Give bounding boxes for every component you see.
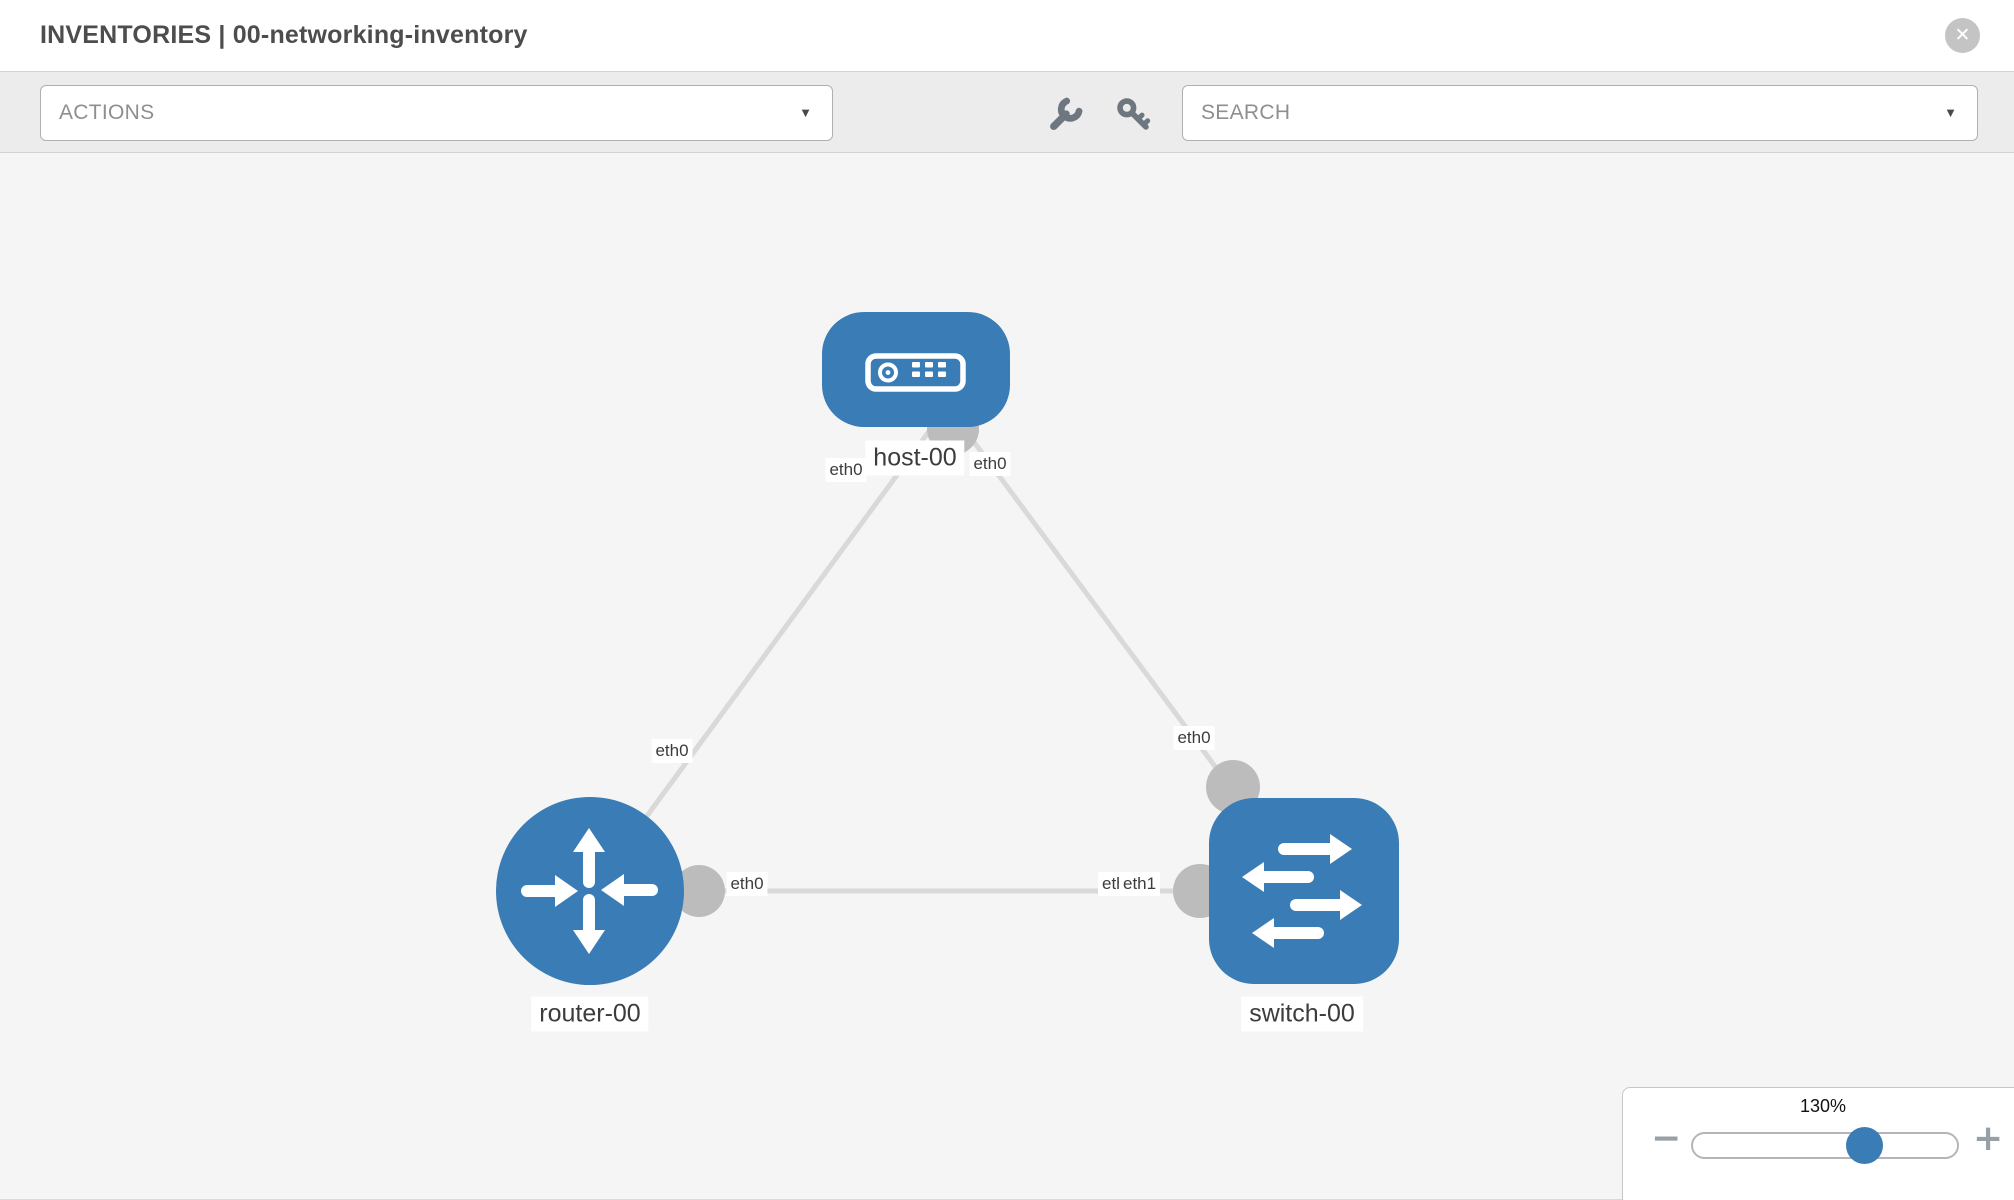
actions-dropdown-label: ACTIONS	[59, 101, 155, 124]
header-bar: INVENTORIES | 00-networking-inventory ✕	[0, 0, 2014, 71]
zoom-out-button[interactable]: −	[1651, 1118, 1682, 1159]
actions-dropdown[interactable]: ACTIONS ▼	[40, 85, 833, 141]
search-dropdown[interactable]: SEARCH ▼	[1182, 85, 1978, 141]
topology-canvas[interactable]	[0, 153, 2014, 1200]
close-icon[interactable]: ✕	[1945, 18, 1980, 53]
node-router-00[interactable]	[496, 797, 684, 985]
interface-label: eth0	[651, 739, 693, 763]
interface-label: eth0	[1173, 726, 1215, 750]
interface-label: eth0	[969, 452, 1011, 476]
chevron-down-icon: ▼	[1944, 105, 1957, 120]
toolbar: ACTIONS ▼ SEARCH ▼	[0, 71, 2014, 153]
switch-icon	[1242, 834, 1362, 948]
key-icon	[1117, 98, 1151, 130]
link-host-router[interactable]	[597, 428, 933, 882]
zoom-slider-thumb[interactable]	[1846, 1127, 1883, 1164]
key-button[interactable]	[1110, 91, 1156, 137]
zoom-level-value: 130%	[1799, 1096, 1847, 1116]
interface-label: eth0	[726, 872, 768, 896]
node-label-switch: switch-00	[1241, 996, 1363, 1032]
interface-label: eth1	[1119, 872, 1161, 896]
node-switch-00[interactable]	[1209, 798, 1399, 984]
router-icon	[521, 828, 658, 954]
host-icon	[865, 353, 966, 392]
wrench-button[interactable]	[1042, 91, 1088, 137]
node-host-00[interactable]	[822, 312, 1010, 427]
node-label-host: host-00	[865, 440, 965, 476]
chevron-down-icon: ▼	[799, 105, 812, 120]
zoom-in-button[interactable]: +	[1973, 1118, 2004, 1159]
interface-label: eth0	[825, 458, 867, 482]
topology-canvas-area: eth0 eth0 eth0 eth0 eth0 eth0 eth1 host-…	[0, 153, 2014, 1200]
page-title: INVENTORIES | 00-networking-inventory	[40, 21, 528, 49]
interface-circle	[673, 865, 725, 917]
interface-label-overlap: eth0 eth1	[1098, 872, 1161, 896]
zoom-panel: 130% − +	[1622, 1087, 2014, 1200]
zoom-slider-track[interactable]	[1691, 1132, 1959, 1159]
node-label-router: router-00	[531, 996, 649, 1032]
search-dropdown-label: SEARCH	[1201, 101, 1291, 124]
wrench-icon	[1050, 97, 1083, 131]
